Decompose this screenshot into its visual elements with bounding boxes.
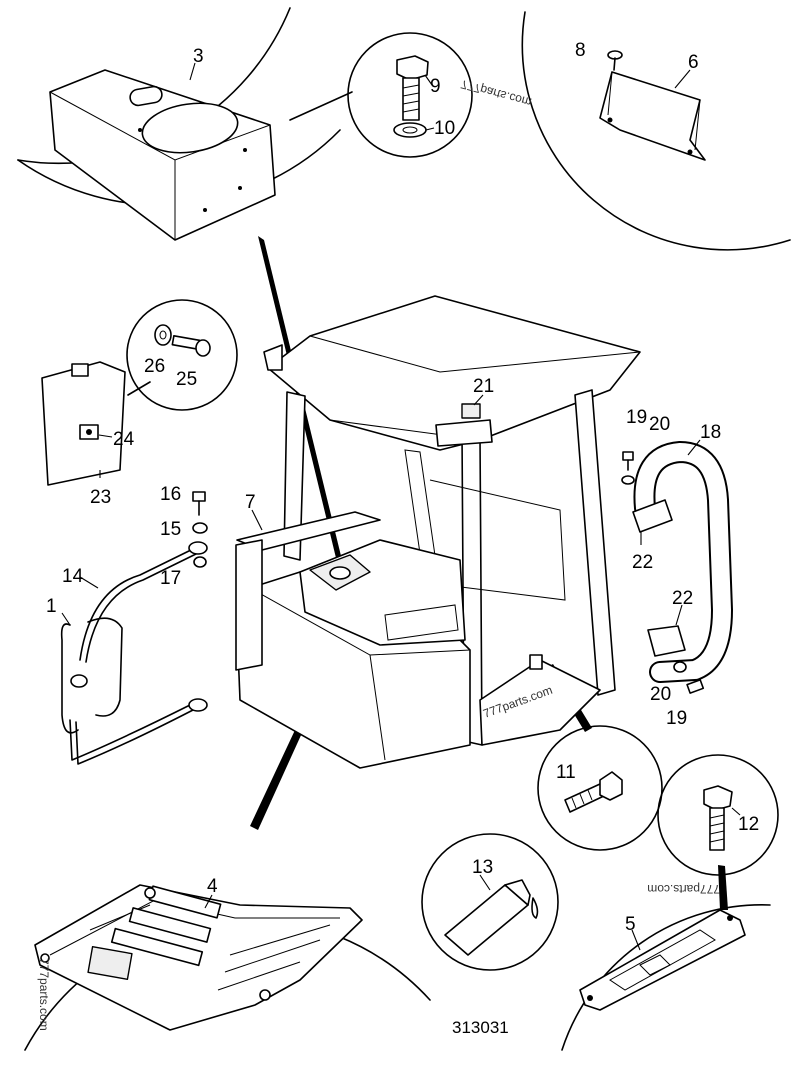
- detail-circle-bracket-6: [521, 11, 791, 251]
- callout-18: 18: [700, 422, 721, 443]
- watermark-right: 777parts.com: [647, 882, 720, 896]
- bracket-1: [60, 617, 123, 734]
- sealant-nozzle-13: [444, 879, 539, 956]
- cab-frame: [235, 295, 641, 769]
- flange-22-lower: [647, 625, 686, 657]
- washer-20-lower: [673, 661, 687, 673]
- floor-plate-4: [34, 884, 363, 1031]
- washer-15: [192, 522, 208, 534]
- panel-23: [41, 361, 126, 486]
- callout-20-upper: 20: [649, 414, 670, 435]
- callout-20-lower: 20: [650, 684, 671, 705]
- callout-23: 23: [90, 487, 111, 508]
- callout-10: 10: [434, 118, 455, 139]
- callout-19-lower: 19: [666, 708, 687, 729]
- callout-14: 14: [62, 566, 84, 587]
- screw-25: [171, 335, 211, 357]
- callout-15: 15: [160, 519, 181, 540]
- callout-25: 25: [176, 369, 197, 390]
- callout-24: 24: [113, 429, 135, 450]
- callout-16: 16: [160, 484, 181, 505]
- bolt-12: [703, 785, 733, 851]
- cable-14: [69, 541, 208, 765]
- callout-13: 13: [472, 857, 493, 878]
- detail-circle-step-5: [561, 904, 771, 1051]
- callout-11: 11: [556, 762, 576, 783]
- nut-17: [193, 556, 207, 568]
- callout-19-upper: 19: [626, 407, 647, 428]
- bolt-19-lower: [686, 679, 705, 694]
- bolt-11: [564, 771, 623, 813]
- callout-12: 12: [738, 814, 759, 835]
- callout-labels: 3 9 10 8 6 26 25 24 23 21 19 20 18 16 7 …: [46, 40, 759, 935]
- watermark-top: 777parts.com: [459, 77, 533, 109]
- bolt-16: [192, 491, 206, 516]
- callout-7: 7: [245, 492, 256, 513]
- screw-8: [607, 50, 623, 71]
- callout-5: 5: [625, 914, 636, 935]
- callout-6: 6: [688, 52, 699, 73]
- detail-circle-bolt-25-26: [126, 299, 238, 411]
- callout-9: 9: [430, 76, 441, 97]
- callout-8: 8: [575, 40, 586, 61]
- callout-22-upper: 22: [632, 552, 653, 573]
- handrail-18: [633, 440, 734, 683]
- bolt-9: [396, 55, 429, 121]
- callout-21: 21: [473, 376, 494, 397]
- step-plate-5: [579, 909, 746, 1011]
- washer-26: [154, 324, 172, 346]
- flange-22-upper: [632, 499, 673, 533]
- detail-circle-sealant-13: [421, 833, 559, 971]
- callout-17: 17: [160, 568, 181, 589]
- callout-26: 26: [144, 356, 165, 377]
- callout-22-lower: 22: [672, 588, 693, 609]
- washer-10: [393, 122, 427, 138]
- drawing-number: 313031: [452, 1018, 509, 1037]
- washer-20-upper: [621, 475, 635, 485]
- detail-circle-bolt-11: [537, 725, 663, 851]
- bracket-6: [599, 71, 706, 161]
- watermark-left: 777parts.com: [37, 958, 51, 1031]
- detail-circle-bolt-12: [657, 754, 779, 876]
- callout-4: 4: [207, 876, 218, 897]
- hood-panel-3: [49, 69, 276, 241]
- callout-1: 1: [46, 596, 57, 617]
- detail-circle-bolt-9-10: [347, 32, 473, 158]
- callout-3: 3: [193, 46, 204, 67]
- bolt-19-upper: [622, 451, 634, 471]
- switch-24: [86, 429, 92, 435]
